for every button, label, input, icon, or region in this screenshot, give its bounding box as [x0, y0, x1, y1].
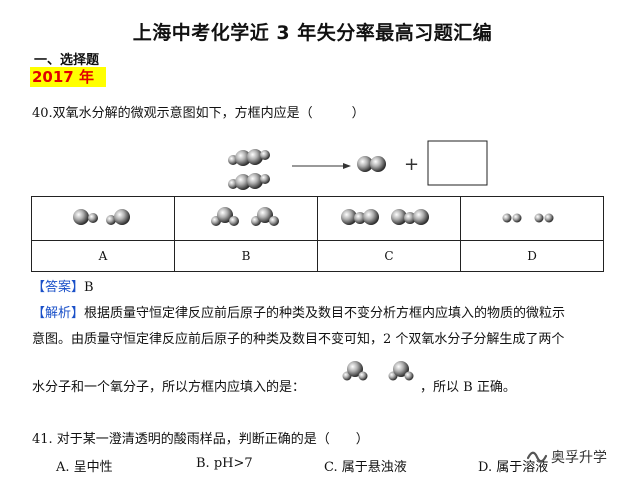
analysis-text-1: 根据质量守恒定律反应前后原子的种类及数目不变分析方框内应填入的物质的微粒示 [84, 306, 566, 321]
option-c-label: C [317, 240, 461, 272]
two-atom-molecules-icon [73, 209, 130, 225]
option-b-label: B [174, 240, 318, 272]
watermark: 奥孚升学 [525, 442, 625, 472]
watermark-text: 奥孚升学 [551, 450, 607, 466]
analysis-tag: 【解析】 [32, 306, 85, 321]
options-table: A B C D [31, 196, 604, 272]
answer-value: B [84, 280, 94, 295]
analysis-text-3-end: ，所以 B 正确。 [420, 380, 516, 395]
triatomic-molecules-icon [341, 209, 429, 225]
option-c-image [317, 196, 461, 241]
small-diatomic-molecules-icon [502, 213, 554, 223]
answer-line: 【答案】B [32, 276, 94, 295]
analysis-text-3-start: 水分子和一个氧分子，所以方框内应填入的是： [32, 380, 306, 395]
section-heading: 一、选择题 [34, 53, 100, 68]
water-molecules-inline-icon [342, 361, 414, 381]
question-41-stem: 41. 对于某一澄清透明的酸雨样品，判断正确的是（ ） [32, 432, 369, 447]
option-a-image [31, 196, 175, 241]
analysis-line-1: 【解析】根据质量守恒定律反应前后原子的种类及数目不变分析方框内应填入的物质的微粒… [32, 302, 565, 321]
year-badge: 2017 年 [30, 67, 106, 87]
q41-option-d: D. 属于溶液 [478, 460, 549, 475]
option-a-label: A [31, 240, 175, 272]
q41-option-a: A. 呈中性 [56, 460, 113, 475]
q41-option-b: B. pH>7 [196, 456, 253, 471]
plus-sign: + [404, 154, 419, 175]
answer-box [427, 140, 488, 186]
option-b-image [174, 196, 318, 241]
oxygen-molecule [357, 156, 386, 172]
reaction-arrow [292, 163, 351, 169]
option-d-label: D [460, 240, 604, 272]
analysis-text-2: 意图。由质量守恒定律反应前后原子的种类及数目不变可知，2 个双氧水分子分解生成了… [32, 332, 565, 347]
wechat-channel-icon [526, 451, 548, 463]
reaction-diagram: + [228, 140, 488, 190]
answer-tag: 【答案】 [32, 280, 85, 295]
q41-option-c: C. 属于悬浊液 [324, 460, 407, 475]
question-40-stem: 40.双氧水分解的微观示意图如下，方框内应是（ ） [32, 106, 365, 121]
hydrogen-peroxide-molecules [228, 149, 270, 190]
page-title: 上海中考化学近 3 年失分率最高习题汇编 [132, 22, 493, 44]
option-d-image [460, 196, 604, 241]
water-molecules-icon [211, 207, 279, 226]
